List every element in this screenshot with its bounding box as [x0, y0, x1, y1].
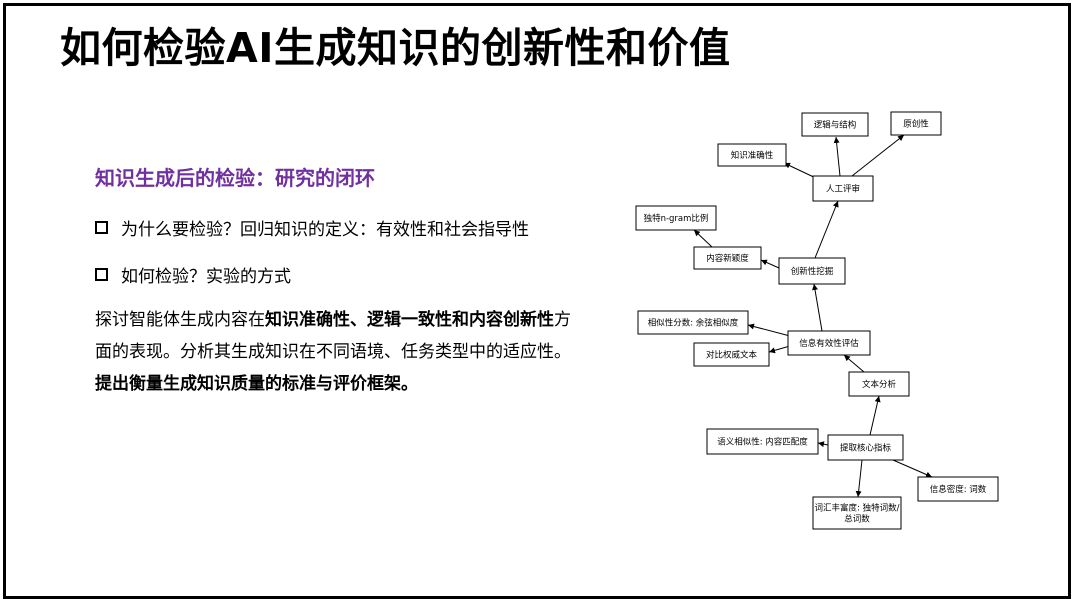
edge-extract-vocab	[855, 459, 863, 498]
edge-human-logic	[833, 136, 841, 177]
slide-frame	[3, 3, 1071, 599]
node-label: 信息密度: 词数	[930, 484, 987, 495]
node-box	[706, 428, 819, 455]
node-label: 提取核心指标	[840, 443, 892, 454]
edge-infoeval-innov	[812, 283, 823, 332]
section-subtitle: 知识生成后的检验：研究的闭环	[95, 166, 375, 190]
node-box	[693, 342, 770, 367]
node-label: 对比权威文本	[706, 350, 758, 361]
node-vocab: 词汇丰富度: 独特词数/总词数	[812, 496, 902, 530]
node-label: 信息有效性评估	[799, 338, 859, 349]
node-label: 人工评审	[826, 184, 860, 195]
node-orig: 原创性	[890, 111, 942, 136]
edge-extract-density	[892, 459, 933, 478]
node-novel: 内容新颖度	[693, 246, 762, 270]
node-label: 总词数	[844, 514, 870, 525]
node-box	[787, 330, 871, 356]
diagram-edges	[693, 134, 933, 498]
node-label: 创新性挖掘	[791, 266, 834, 277]
edge-infoeval-relscore	[747, 323, 791, 337]
node-box	[827, 434, 904, 461]
node-box	[801, 112, 869, 137]
node-label: 文本分析	[862, 379, 897, 390]
node-logic: 逻辑与结构	[801, 112, 869, 137]
node-box	[717, 143, 787, 167]
node-box	[693, 246, 762, 270]
node-label: 相似性分数: 余弦相似度	[648, 318, 739, 329]
node-box	[848, 371, 910, 397]
edge-human-orig	[851, 134, 905, 177]
node-box	[635, 205, 717, 231]
node-innov: 创新性挖掘	[778, 257, 846, 285]
edge-extract-textana	[869, 395, 881, 436]
edge-innov-human	[814, 200, 839, 259]
description-paragraph: 探讨智能体生成内容在知识准确性、逻辑一致性和内容创新性方面的表现。分析其生成知识…	[95, 304, 587, 400]
edge-textana-infoeval	[843, 354, 865, 373]
bullet-text: 如何检验？实验的方式	[121, 267, 291, 287]
node-infoeval: 信息有效性评估	[787, 330, 871, 356]
paragraph-text: 探讨智能体生成内容在	[95, 310, 265, 330]
node-label: 词汇丰富度: 独特词数/	[815, 503, 900, 514]
node-box	[812, 496, 902, 530]
paragraph-text: 方面的表现。分析其生成知识在不同语境、任务类型中的适应性。	[95, 310, 571, 362]
node-density: 信息密度: 词数	[917, 476, 999, 502]
edge-infoeval-compare	[768, 345, 791, 354]
node-compare: 对比权威文本	[693, 342, 770, 367]
node-semsim: 语义相似性: 内容匹配度	[706, 428, 819, 455]
node-box	[778, 257, 846, 285]
square-bullet-icon	[95, 268, 108, 281]
node-label: 独特n-gram比例	[644, 213, 709, 224]
paragraph-emphasis: 提出衡量生成知识质量的标准与评价框架。	[95, 374, 418, 394]
node-ngram: 独特n-gram比例	[635, 205, 717, 231]
node-box	[917, 476, 999, 502]
node-label: 原创性	[903, 119, 929, 130]
node-textana: 文本分析	[848, 371, 910, 397]
node-human: 人工评审	[812, 175, 874, 202]
node-label: 知识准确性	[731, 150, 774, 161]
node-extract: 提取核心指标	[827, 434, 904, 461]
edge-novel-ngram	[693, 229, 713, 248]
bullet-item-how: 如何检验？实验的方式	[95, 262, 291, 287]
node-label: 语义相似性: 内容匹配度	[717, 437, 808, 448]
bullet-text: 为什么要检验？回归知识的定义：有效性和社会指导性	[121, 220, 529, 240]
node-label: 内容新颖度	[706, 253, 749, 264]
node-label: 逻辑与结构	[814, 120, 857, 131]
node-box	[890, 111, 942, 136]
edge-innov-novel	[760, 259, 780, 269]
edge-extract-semsim	[817, 441, 829, 448]
node-box	[637, 310, 749, 335]
node-box	[812, 175, 874, 202]
diagram-nodes: 逻辑与结构 原创性知识准确性人工评审独特n-gram比例内容新颖度创新性挖掘相似性…	[635, 111, 999, 530]
node-acc: 知识准确性	[717, 143, 787, 167]
node-relscore: 相似性分数: 余弦相似度	[637, 310, 749, 335]
square-bullet-icon	[95, 221, 108, 234]
paragraph-emphasis: 知识准确性、逻辑一致性和内容创新性	[265, 310, 554, 330]
slide-title: 如何检验AI生成知识的创新性和价值	[60, 24, 731, 72]
bullet-item-why: 为什么要检验？回归知识的定义：有效性和社会指导性	[95, 215, 529, 240]
